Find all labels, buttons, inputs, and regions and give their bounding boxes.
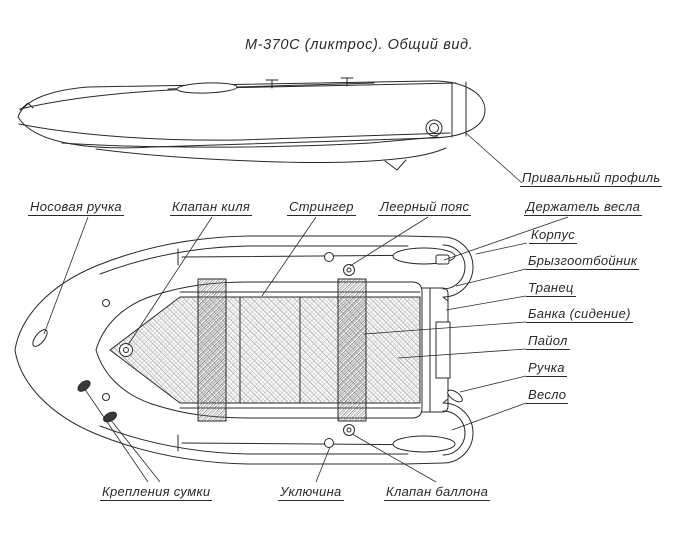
stern-handle-symbol — [447, 389, 463, 403]
oar-holder-clip — [435, 254, 450, 265]
leer-line-bottom — [99, 425, 409, 455]
leader-oar — [451, 402, 527, 431]
leader-handle — [459, 375, 527, 393]
label-oar-holder: Держатель весла — [524, 199, 643, 216]
side-fitting-1 — [265, 79, 279, 89]
leader-floor — [397, 348, 527, 359]
label-prival-profile: Привальный профиль — [520, 170, 663, 187]
bag-mount-2 — [103, 411, 117, 423]
oarlock-bottom — [324, 438, 334, 448]
label-keel-valve: Клапан киля — [170, 199, 253, 216]
label-leer-belt: Леерный пояс — [378, 199, 472, 216]
seat-thwart-front — [197, 278, 227, 422]
bow-handle-symbol — [32, 329, 48, 347]
label-floor: Пайол — [526, 333, 570, 350]
leader-hull — [475, 242, 528, 255]
tube-inner-outline — [95, 281, 423, 419]
stern-cone-arc-top — [442, 244, 466, 290]
label-stringer: Стрингер — [287, 199, 356, 216]
leader-lines — [43, 132, 569, 483]
side-view-drawing — [17, 77, 486, 171]
side-tube-seam-bottom — [18, 123, 451, 141]
leer-ring-bottom — [102, 393, 110, 401]
label-tube-valve: Клапан баллона — [384, 484, 491, 501]
side-fitting-2 — [340, 77, 354, 87]
label-transom: Транец — [526, 280, 576, 297]
label-oar: Весло — [526, 387, 569, 404]
side-tube-outline — [17, 80, 486, 149]
leader-leer-belt — [349, 216, 429, 267]
brand-emblem — [425, 119, 443, 137]
leader-seat — [363, 321, 527, 335]
leader-prival-profile — [465, 132, 523, 184]
leader-bag-mount-2 — [109, 418, 161, 483]
side-oar-blade — [176, 82, 238, 94]
side-skeg — [384, 159, 407, 171]
label-hull: Корпус — [529, 227, 578, 244]
label-seat: Банка (сидение) — [526, 306, 633, 323]
motor-plate — [435, 321, 451, 379]
floor-panel — [109, 296, 421, 404]
keel-valve-symbol — [119, 343, 133, 357]
tube-valve-top — [343, 264, 355, 276]
label-handle: Ручка — [526, 360, 567, 377]
leader-keel-valve — [127, 216, 213, 346]
leader-oar-holder — [443, 216, 569, 261]
leader-bag-mount-1 — [83, 387, 149, 483]
tube-valve-top-center — [346, 267, 352, 273]
keel-valve-center — [123, 347, 129, 353]
side-rub-strake — [61, 136, 439, 148]
leader-bow-handle — [43, 216, 89, 335]
leader-stringer — [261, 216, 317, 297]
side-hull-bottom — [95, 147, 447, 163]
seat-thwart-rear — [337, 278, 367, 422]
oarlock-top — [324, 252, 334, 262]
bag-mount-1 — [77, 380, 91, 392]
stern-cone-arc-bottom — [442, 410, 466, 456]
tube-valve-bottom-center — [346, 427, 352, 433]
label-bag-mounts: Крепления сумки — [100, 484, 213, 501]
label-spray-guard: Брызгоотбойник — [526, 253, 640, 270]
oar-blade-bottom — [392, 435, 456, 453]
leader-transom — [445, 295, 527, 311]
side-bow-handle — [19, 102, 34, 111]
leader-oarlock — [315, 446, 331, 483]
diagram-title: М-370С (ликтрос). Общий вид. — [245, 37, 474, 53]
top-view-drawing — [14, 235, 474, 465]
leer-ring-top — [102, 299, 110, 307]
leader-spray-guard — [455, 268, 527, 287]
leer-line-top — [99, 245, 409, 275]
leader-tube-valve — [351, 433, 437, 483]
label-bow-handle: Носовая ручка — [28, 199, 124, 216]
brand-emblem-inner — [429, 123, 439, 133]
tube-valve-bottom — [343, 424, 355, 436]
label-oarlock: Уключина — [278, 484, 344, 501]
